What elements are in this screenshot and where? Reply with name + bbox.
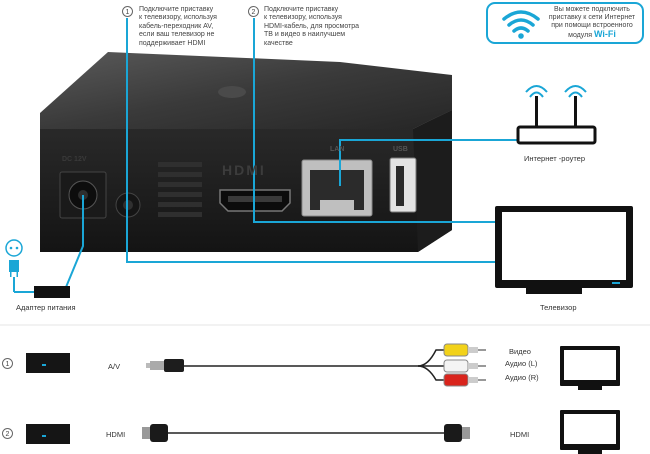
dc-port-label: DC 12V [62,156,87,163]
av-cable-icon [146,343,486,387]
small-tv-av-icon [560,346,620,390]
wifi-highlight: Wi-Fi [593,29,616,39]
small-tv-hdmi-icon [560,410,620,454]
mini-stb-hdmi-icon [26,424,70,444]
note2-text: Подключите приставку к телевизору, испол… [264,6,360,47]
row2-tv-label: HDMI [510,430,530,439]
power-adapter-icon [34,286,70,298]
adapter-label: Адаптер питания [16,303,76,312]
vent-grille-icon [158,162,202,217]
wifi-info-text: Вы можете подключить приставку к сети Ин… [548,6,636,39]
rca-audio-l-label: Аудио (L) [505,359,538,368]
lan-to-router-cable [339,139,518,186]
usb-port-label: USB [393,146,408,153]
note2-number: 2 [248,6,259,17]
rca-video-label: Видео [509,347,531,356]
note1-text: Подключите приставку к телевизору, испол… [139,6,217,47]
row1-number: 1 [2,358,13,369]
row2-type: HDMI [106,430,126,439]
wifi-info-box: Вы можете подключить приставку к сети Ин… [486,2,644,44]
hdmi-port-label: HDMI [222,162,266,178]
tv-label: Телевизор [540,303,577,312]
hdmi-cable-icon [142,424,470,442]
lan-port-label: LAN [330,146,345,153]
wifi-icon [502,10,540,39]
rca-audio-r-label: Аудио (R) [505,373,539,382]
av-to-tv-cable [126,18,495,263]
device-top [40,52,452,129]
power-plug-icon [5,239,23,292]
row1-type: A/V [108,362,121,371]
mini-stb-av-icon [26,353,70,373]
note1-number: 1 [122,6,133,17]
hdmi-to-tv-cable [253,18,495,223]
router-icon [516,85,597,145]
tv-icon [495,206,633,294]
device-logo-icon [218,86,246,98]
router-label: Интернет -роутер [524,154,586,163]
row2-number: 2 [2,428,13,439]
